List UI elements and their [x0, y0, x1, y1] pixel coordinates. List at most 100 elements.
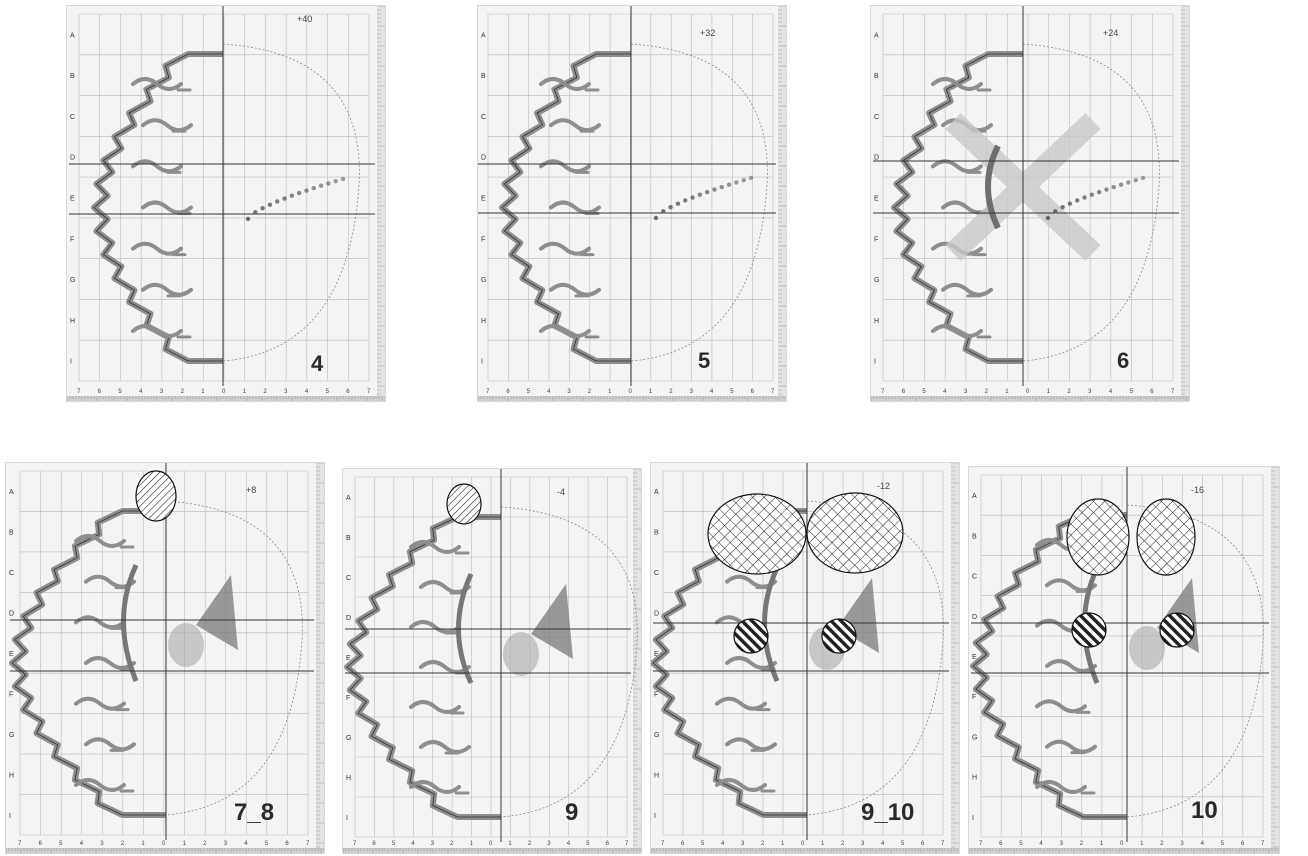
row-letter: H — [9, 772, 14, 779]
axis-tick-label: 5 — [1221, 841, 1225, 847]
row-letter: A — [972, 493, 977, 500]
axis-tick-label: 2 — [528, 841, 532, 847]
row-letter: E — [70, 196, 75, 203]
atlas-panel-4: ABCDEFGHI765432101234567 +40 4 — [66, 5, 386, 402]
gyrus-stroke — [727, 577, 775, 587]
row-letter: I — [874, 359, 876, 366]
axis-tick-label: 6 — [506, 389, 510, 395]
atlas-section-9-10: ABCDEFGHI765432101234567 — [651, 463, 960, 854]
row-letter: H — [481, 318, 486, 325]
electrode-dot — [341, 177, 345, 181]
axis-tick-label: 2 — [1080, 841, 1084, 847]
axis-tick-label: 3 — [1060, 841, 1064, 847]
axis-tick-label: 6 — [606, 841, 610, 847]
electrode-dot — [1090, 193, 1094, 197]
gyrus-stroke — [551, 285, 599, 295]
row-letter: H — [874, 318, 879, 325]
gyrus-stroke — [717, 699, 765, 709]
row-letter: F — [481, 236, 485, 243]
axis-tick-label: 6 — [346, 389, 350, 395]
axis-tick-label: 2 — [841, 841, 845, 847]
axis-tick-label: 1 — [1140, 841, 1144, 847]
row-letter: H — [70, 318, 75, 325]
electrode-dot — [268, 202, 272, 206]
gyrus-stroke — [541, 161, 589, 171]
row-letter: D — [654, 611, 659, 618]
electrode-dot — [1097, 190, 1101, 194]
bottom-ruler — [969, 848, 1280, 854]
axis-tick-label: 6 — [681, 841, 685, 847]
row-letter: C — [874, 114, 879, 121]
electrode-dot — [683, 198, 687, 202]
electrode-dot — [1126, 180, 1130, 184]
gyrus-stroke — [1047, 742, 1095, 752]
right-ruler — [377, 6, 386, 396]
axis-tick-label: 3 — [964, 389, 968, 395]
axis-tick-label: 6 — [921, 841, 925, 847]
electrode-dot — [734, 180, 738, 184]
axis-tick-label: 4 — [710, 389, 714, 395]
axis-tick-label: 3 — [741, 841, 745, 847]
row-letter: C — [70, 114, 75, 121]
electrode-dot — [1075, 198, 1079, 202]
axis-tick-label: 5 — [730, 389, 734, 395]
row-letter: I — [346, 815, 348, 822]
axis-tick-label: 5 — [1130, 389, 1134, 395]
axis-tick-label: 5 — [527, 389, 531, 395]
row-letter: H — [346, 775, 351, 782]
row-letter: I — [654, 813, 656, 820]
axis-tick-label: 3 — [284, 389, 288, 395]
panel-number-6: 6 — [1117, 348, 1129, 374]
gyrus-stroke — [411, 622, 459, 632]
axis-tick-label: 6 — [751, 389, 755, 395]
axis-tick-label: 3 — [861, 841, 865, 847]
axis-tick-label: 7 — [486, 389, 490, 395]
axis-tick-label: 7 — [18, 841, 22, 847]
cortex-edge — [94, 54, 223, 361]
level-label-9-10: -12 — [877, 481, 890, 491]
axis-tick-label: 0 — [162, 841, 166, 847]
axis-tick-label: 4 — [139, 389, 143, 395]
axis-tick-label: 1 — [201, 389, 205, 395]
crosshatched-region — [1137, 499, 1195, 575]
gyrus-stroke — [86, 739, 134, 749]
atlas-panel-7-8: ABCDEFGHI765432101234567 +8 7_8 — [5, 462, 325, 854]
axis-tick-label: 5 — [118, 389, 122, 395]
row-letter: G — [874, 277, 879, 284]
electrode-dot — [326, 181, 330, 185]
axis-tick-label: 1 — [243, 389, 247, 395]
striped-region — [1072, 613, 1106, 647]
axis-tick-label: 3 — [1088, 389, 1092, 395]
cortex-edge — [502, 54, 631, 361]
gyrus-stroke — [143, 120, 191, 130]
axis-tick-label: 1 — [508, 841, 512, 847]
axis-tick-label: 4 — [1039, 841, 1043, 847]
electrode-dot — [290, 194, 294, 198]
panel-number-4: 4 — [311, 351, 323, 377]
axis-tick-label: 3 — [224, 841, 228, 847]
axis-tick-label: 4 — [305, 389, 309, 395]
right-hemisphere-outline — [223, 44, 359, 361]
atlas-section-5: ABCDEFGHI765432101234567 — [478, 6, 787, 402]
axis-tick-label: 1 — [781, 841, 785, 847]
axis-tick-label: 3 — [100, 841, 104, 847]
axis-tick-label: 2 — [450, 841, 454, 847]
gyrus-stroke — [143, 203, 191, 213]
electrode-dot — [741, 178, 745, 182]
row-letter: C — [972, 574, 977, 581]
axis-tick-label: 4 — [411, 841, 415, 847]
level-label-5: +32 — [700, 28, 715, 38]
row-letter: B — [481, 73, 486, 80]
axis-tick-label: 7 — [306, 841, 310, 847]
row-letter: D — [9, 611, 14, 618]
electrode-dot — [1141, 176, 1145, 180]
axis-tick-label: 1 — [821, 841, 825, 847]
axis-tick-label: 4 — [80, 841, 84, 847]
hatched-region — [136, 471, 176, 521]
axis-tick-label: 2 — [203, 841, 207, 847]
row-letter: I — [972, 815, 974, 822]
electrode-dot — [712, 187, 716, 191]
axis-tick-label: 4 — [881, 841, 885, 847]
